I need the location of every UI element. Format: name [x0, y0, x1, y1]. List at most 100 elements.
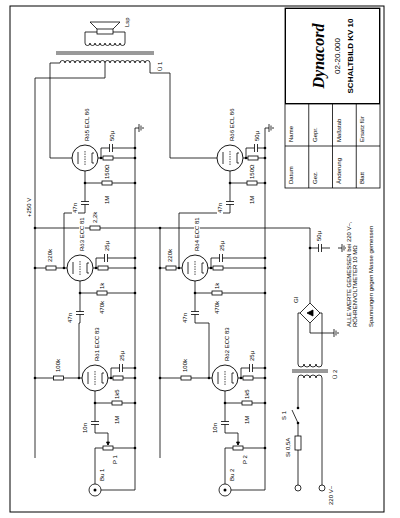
- mains-plug: [319, 485, 325, 491]
- resistor-symbol: [103, 446, 113, 450]
- resistor-symbol: [242, 401, 252, 405]
- junction-dot: [34, 377, 37, 380]
- capacitor-gap: [194, 312, 196, 315]
- schematic-label: 220k: [47, 248, 53, 263]
- junction-dot: [134, 377, 137, 380]
- wire: [195, 315, 209, 378]
- wire: [322, 378, 323, 485]
- schematic-label: 220 V~: [328, 485, 334, 506]
- wire: [195, 293, 265, 294]
- schematic-label: Rö6 ECL 86: [229, 108, 235, 142]
- schematic-label: 47n: [67, 312, 73, 324]
- schematic-label: Gez.: [312, 170, 318, 185]
- capacitor-symbol: [76, 311, 84, 312]
- resistor-symbol: [248, 156, 258, 160]
- schematic-label: 50µ: [254, 130, 260, 142]
- tube-cathode: [92, 153, 94, 163]
- junction-dot: [264, 147, 267, 150]
- tube-cathode: [232, 373, 234, 383]
- resistor-symbol: [97, 291, 107, 295]
- tube-grid: [230, 151, 231, 165]
- schematic-label: Rö2 ECC 83: [224, 326, 230, 362]
- capacitor-gap: [79, 312, 81, 315]
- capacitor-symbol: [81, 204, 89, 205]
- tube-cathode: [237, 153, 239, 163]
- resistor-symbol: [213, 266, 223, 270]
- tube-grid: [85, 151, 86, 165]
- speaker-symbol: [97, 29, 113, 34]
- capacitor-symbol: [109, 144, 110, 152]
- resistor-symbol: [181, 376, 191, 380]
- table-line: [332, 104, 333, 188]
- schematic-label: 1M: [249, 195, 255, 205]
- capacitor-symbol: [318, 244, 319, 252]
- tube-grid: [195, 261, 196, 275]
- capacitor-symbol: [222, 254, 223, 262]
- wire: [101, 490, 135, 491]
- schematic-label: Maßstab: [336, 118, 342, 143]
- schematic-label: S 1: [281, 410, 287, 421]
- junction-dot: [264, 402, 267, 405]
- capacitor-symbol: [112, 144, 113, 152]
- capacitor-gap: [229, 202, 231, 205]
- tube-grid: [225, 371, 226, 385]
- title-block: [285, 8, 380, 188]
- schematic-label: Lsp: [124, 16, 130, 28]
- table-line: [308, 104, 309, 188]
- schematic-label: Änderung: [336, 157, 342, 185]
- schematic-label: P 1: [112, 454, 118, 465]
- schematic-label: P 2: [242, 454, 248, 465]
- capacitor-symbol: [252, 364, 253, 372]
- junction-dot: [159, 227, 162, 230]
- coil-winding: [298, 364, 322, 367]
- plus-rail: [160, 228, 161, 458]
- schematic-label: Ü 1: [157, 61, 163, 72]
- tube-anode: [188, 262, 189, 274]
- capacitor-gap: [94, 422, 96, 425]
- wire: [246, 148, 265, 158]
- wire: [95, 391, 96, 425]
- resistor-symbol: [54, 376, 64, 380]
- title-text: Dynacord: [310, 24, 328, 89]
- tube-grid: [80, 261, 81, 275]
- wire: [298, 313, 300, 364]
- resistor-symbol: [90, 226, 100, 230]
- junction-dot: [159, 377, 162, 380]
- tube-symbol: [212, 365, 238, 391]
- junction-dot: [229, 182, 232, 185]
- tube-cathode: [87, 263, 89, 273]
- wire: [179, 205, 230, 268]
- input-jack: [224, 489, 227, 492]
- ground-symbol: [135, 128, 139, 129]
- title-text: 02-20.000: [333, 38, 342, 74]
- potentiometer-wiper: [107, 442, 110, 445]
- potentiometer-wiper: [108, 438, 109, 445]
- input-jack: [219, 484, 231, 496]
- tube-symbol: [217, 145, 243, 171]
- schematic-label: 47n: [72, 202, 78, 214]
- capacitor-symbol: [254, 144, 255, 152]
- wire: [111, 368, 135, 378]
- junction-dot: [134, 447, 137, 450]
- ground-symbol: [143, 127, 144, 129]
- ground-rail: [265, 128, 266, 490]
- wire: [225, 448, 265, 484]
- junction-dot: [297, 422, 300, 425]
- capacitor-symbol: [122, 364, 123, 372]
- schematic-label: 470k: [214, 300, 220, 315]
- junction-dot: [134, 147, 137, 150]
- schematic-label: Rö5 ECL 86: [84, 108, 90, 142]
- wire: [95, 425, 108, 438]
- junction-dot: [264, 157, 267, 160]
- junction-dot: [95, 267, 98, 270]
- resistor-symbol: [112, 401, 122, 405]
- junction-dot: [264, 377, 267, 380]
- ground-symbol: [344, 246, 345, 251]
- wire: [230, 171, 231, 205]
- schematic-label: 470k: [99, 300, 105, 315]
- wire: [79, 315, 80, 378]
- junction-dot: [110, 377, 113, 380]
- table-line: [356, 104, 357, 188]
- junction-dot: [34, 227, 37, 230]
- schematic-label: Rö1 ECC 83: [94, 326, 100, 362]
